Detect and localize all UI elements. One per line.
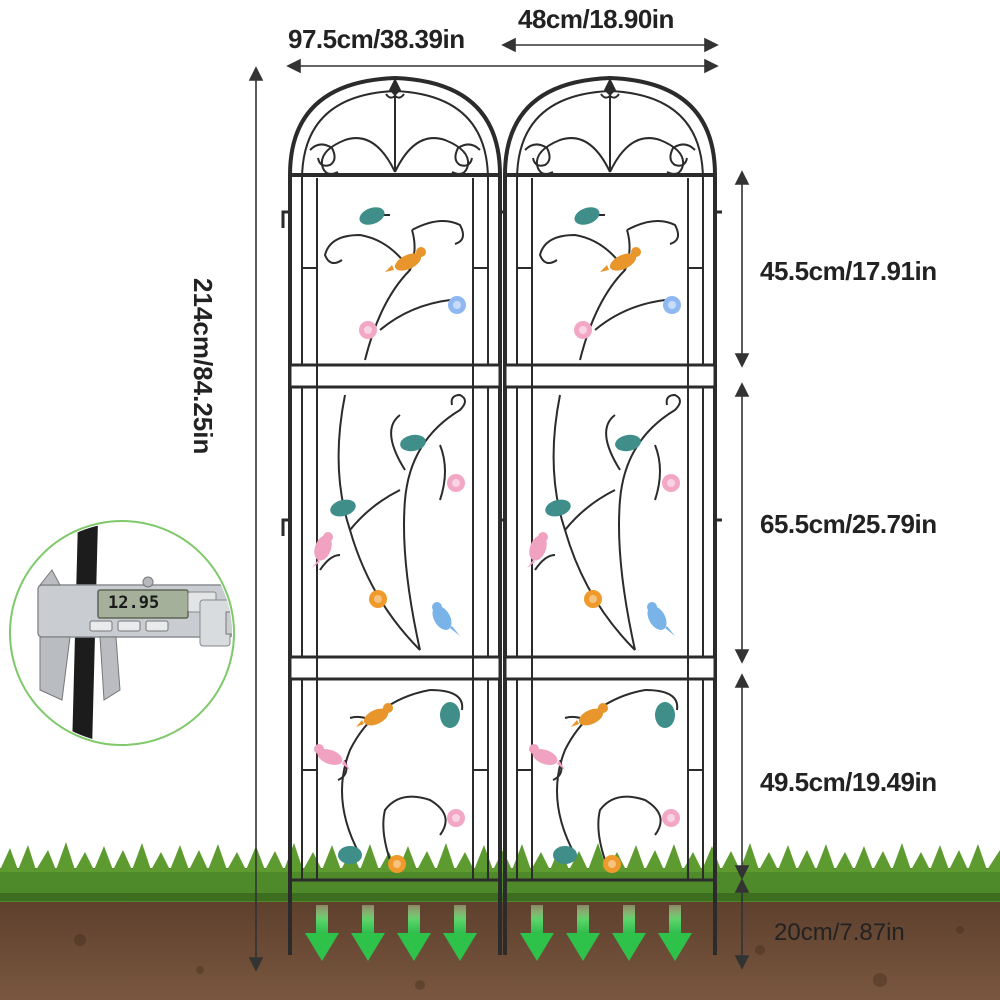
dimension-lines xyxy=(248,37,750,972)
trellis-panel-right xyxy=(503,76,717,957)
total-width-label: 97.5cm/38.39in xyxy=(288,24,465,54)
panel-width-label: 48cm/18.90in xyxy=(518,4,674,34)
caliper-reading: 12.95 xyxy=(108,593,160,613)
middle-section-label: 65.5cm/25.79in xyxy=(760,509,937,539)
caliper-icon xyxy=(9,520,235,746)
bottom-section-label: 49.5cm/19.49in xyxy=(760,767,937,797)
top-section-label: 45.5cm/17.91in xyxy=(760,256,937,286)
trellis-panel-left xyxy=(288,76,502,957)
ground-depth-label: 20cm/7.87in xyxy=(774,919,905,946)
total-height-label: 214cm/84.25in xyxy=(188,278,218,455)
